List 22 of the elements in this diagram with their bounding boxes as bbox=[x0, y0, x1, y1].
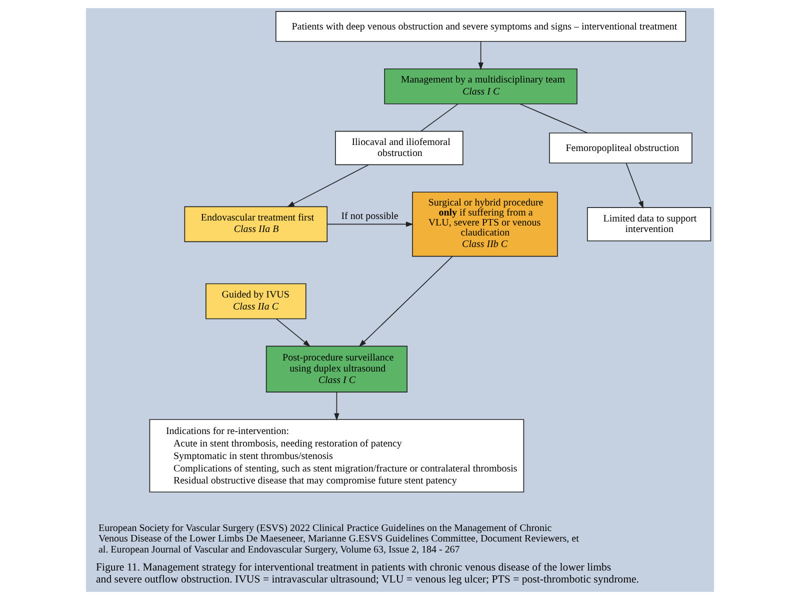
connector bbox=[519, 103, 588, 134]
node-box: Indications for re-intervention: Acute in stent thrombosis, needing restoration of patency Symptomatic in stent thrombus/stenosis Complications of stenting, such as stent migration/fracture or contralateral thrombosis Residual obstructive disease that may compromise future stent patency bbox=[149, 419, 524, 492]
node-box: Limited data to support intervention bbox=[586, 207, 712, 242]
arrow bbox=[626, 162, 644, 209]
node-box: Endovascular treatment first Class IIa B bbox=[184, 206, 328, 242]
connector bbox=[420, 103, 458, 132]
node-box: Management by a multidisciplinary team Class I C bbox=[384, 68, 578, 104]
arrow bbox=[326, 222, 414, 227]
arrow bbox=[478, 41, 484, 70]
arrow bbox=[334, 392, 340, 421]
node-box: Femoropopliteal obstruction bbox=[549, 132, 692, 164]
edge-label: If not possible bbox=[341, 210, 398, 222]
arrow bbox=[286, 164, 369, 208]
arrow bbox=[276, 318, 311, 347]
arrow bbox=[358, 256, 453, 347]
label: European Society for Vascular Surgery (ESVS) 2022 Clinical Practice Guidelines on the Management of Chronic Venous Disease of the Lower Limbs De Maeseneer, Marianne G.ESVS Guidelines Committee, Document Reviewers, et al. European Journal of Vascular and Endovascular Surgery, Volume 63, Issue 2, 184 - 267 bbox=[98, 522, 579, 556]
caption: Figure 11. Management strategy for interventional treatment in patients with chronic venous disease of the lower limbs and severe outflow obstruction. IVUS = intravascular ultrasound; VLU = venous leg ulcer; PTS = post-thrombotic syndrome. bbox=[96, 562, 640, 586]
node-box: Patients with deep venous obstruction and severe symptoms and signs – interventional treatment bbox=[275, 10, 686, 42]
node-box: Iliocaval and iliofemoral obstruction bbox=[335, 130, 464, 166]
node-box: Guided by IVUS Class IIa C bbox=[206, 283, 306, 320]
node-box: Surgical or hybrid procedure only if suffering from a VLU, severe PTS or venous claudication Class IIb C bbox=[412, 192, 558, 257]
node-box: Post-procedure surveillance using duplex ultrasound Class I C bbox=[266, 346, 408, 392]
